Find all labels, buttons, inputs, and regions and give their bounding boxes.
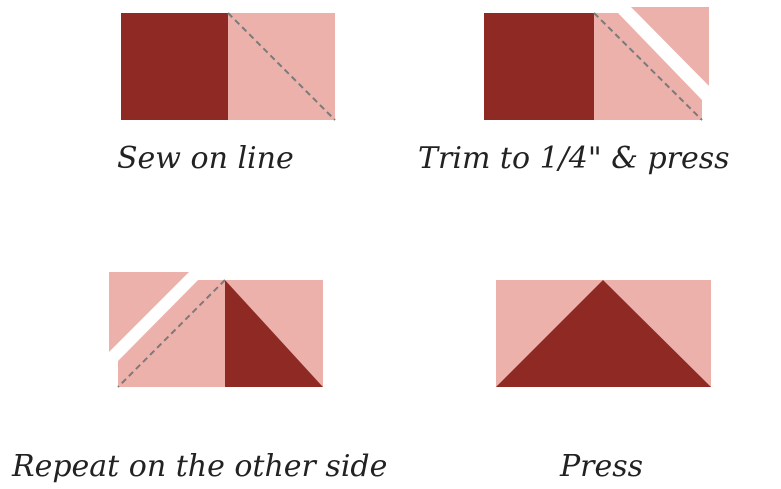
trimmed-triangle [109,272,189,352]
step-1-sew-on-line [121,12,336,121]
goose-triangle [496,280,711,387]
trim-gap [104,270,206,365]
step-4-press [496,280,711,387]
step-3-repeat-other-side [104,270,323,388]
trimmed-triangle [631,7,709,86]
sewing-line [117,279,226,388]
step-1-caption: Sew on line [117,141,294,176]
step-4-caption: Press [560,449,644,484]
sewing-line [227,12,336,121]
dark-square [121,13,228,120]
dark-square [484,13,594,120]
step-2-trim-and-press [484,7,712,121]
sewing-line [593,12,703,121]
trim-gap [618,8,712,100]
dark-triangle [225,280,323,387]
step-3-caption: Repeat on the other side [12,449,388,484]
step-2-caption: Trim to 1/4" & press [418,141,730,176]
